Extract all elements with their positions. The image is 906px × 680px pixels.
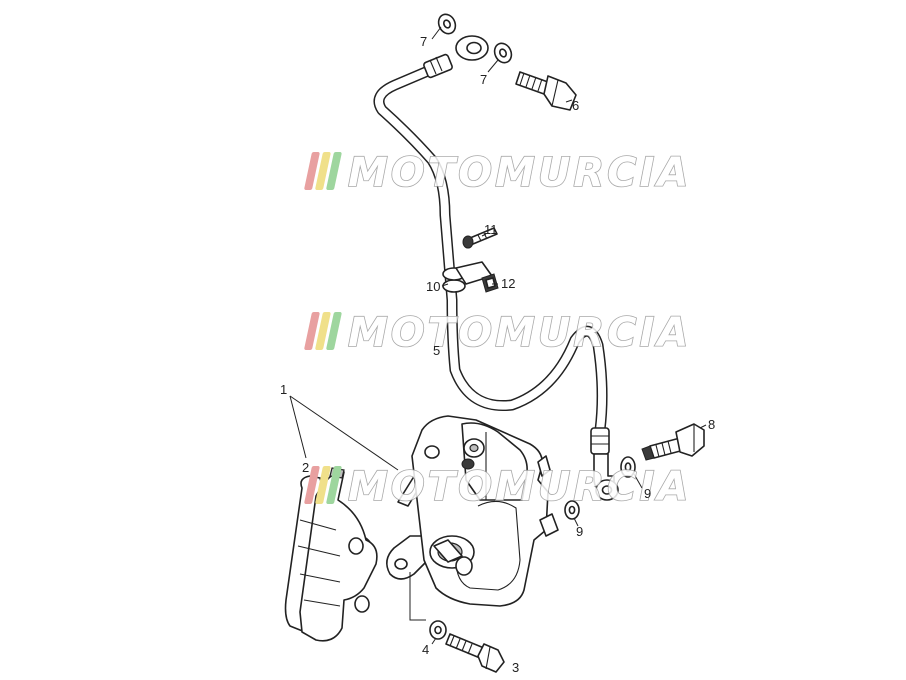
watermark-bottom-text: MOTOMURCIA — [348, 464, 691, 510]
callout-4: 4 — [422, 642, 429, 657]
clamp-nut-12 — [481, 273, 499, 293]
mounting-bolt-3 — [445, 633, 505, 673]
clamp-screw-11 — [462, 227, 498, 249]
callout-2: 2 — [302, 460, 309, 475]
callout-12: 12 — [501, 276, 515, 291]
washer-7a — [437, 13, 457, 35]
callout-9-lower: 9 — [576, 524, 583, 539]
callout-labels: 1 2 3 4 5 6 7 7 8 9 9 10 11 12 — [280, 34, 715, 675]
callout-7-upper: 7 — [420, 34, 427, 49]
watermark-top: MOTOMURCIA — [304, 149, 691, 197]
brake-pads-2 — [284, 467, 378, 642]
watermark-top-text: MOTOMURCIA — [348, 150, 691, 196]
watermark-middle: MOTOMURCIA — [304, 309, 691, 357]
callout-11: 11 — [484, 222, 498, 237]
watermark-bottom: MOTOMURCIA — [304, 463, 691, 511]
callout-1: 1 — [280, 382, 287, 397]
bolt-8 — [641, 423, 705, 461]
washer-9b — [564, 500, 580, 520]
leader-lines — [289, 26, 707, 645]
callout-7-lower: 7 — [480, 72, 487, 87]
callout-3: 3 — [512, 660, 519, 675]
washer-7b — [493, 42, 513, 64]
brake-hose — [373, 35, 619, 501]
callout-6: 6 — [572, 98, 579, 113]
washer-9a — [620, 456, 636, 478]
watermark-middle-text: MOTOMURCIA — [348, 310, 691, 356]
callout-10: 10 — [426, 279, 440, 294]
washer-4 — [429, 620, 447, 640]
callout-8: 8 — [708, 417, 715, 432]
banjo-bolt-6 — [515, 71, 577, 111]
callout-5: 5 — [433, 343, 440, 358]
callout-9-upper: 9 — [644, 486, 651, 501]
caliper-body — [411, 415, 559, 607]
